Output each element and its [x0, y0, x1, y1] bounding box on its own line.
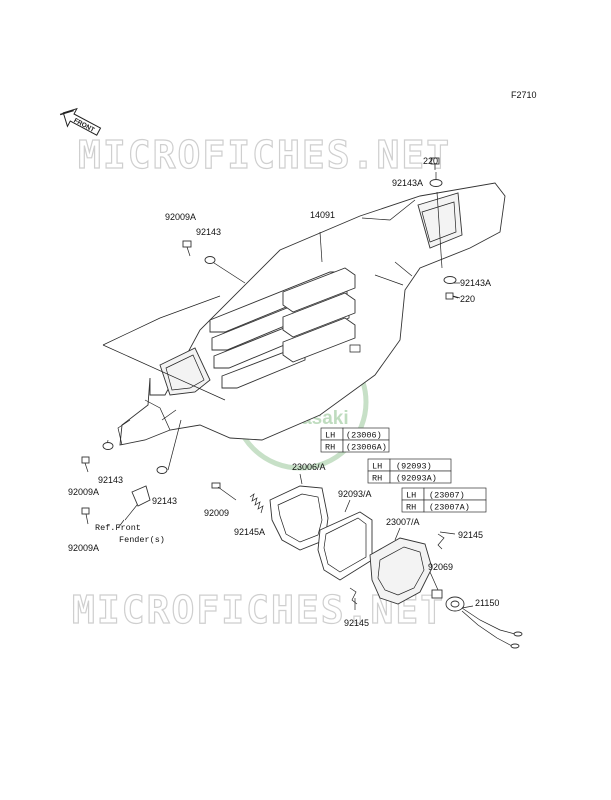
label-21150: 21150	[475, 598, 499, 608]
variant-92093-lh-label: LH	[372, 462, 382, 472]
washer-92143-left	[102, 442, 114, 450]
variant-23006-lh-label: LH	[325, 431, 335, 441]
clip-92145-right	[437, 533, 445, 550]
variant-92093-rh-label: RH	[372, 474, 382, 484]
spring-92145A	[249, 493, 264, 514]
screw-220-top	[430, 157, 440, 170]
variant-23006-rh-label: RH	[325, 443, 335, 453]
label-92009A-bottom: 92009A	[68, 543, 99, 553]
label-14091: 14091	[310, 210, 335, 220]
variant-box-23006: LH (23006) RH (23006A)	[320, 427, 390, 453]
label-92093A: 92093/A	[338, 489, 372, 499]
washer-92143A-top	[429, 179, 443, 187]
washer-92143-top	[204, 256, 216, 264]
label-23006A: 23006/A	[292, 462, 326, 472]
variant-23007-lh-label: LH	[406, 491, 416, 501]
label-23007A: 23007/A	[386, 517, 420, 527]
figure-code: F2710	[511, 90, 537, 100]
bolt-92009	[211, 482, 237, 501]
variant-23007-lh-value: (23007)	[429, 491, 465, 501]
label-220-top: 220	[423, 156, 438, 166]
label-92009A-mid: 92009A	[68, 487, 99, 497]
clip-92145-bottom	[349, 587, 358, 605]
label-92143-left: 92143	[98, 475, 123, 485]
variant-23007-rh-value: (23007A)	[429, 503, 470, 513]
headlight-cover-14091	[117, 182, 506, 446]
variant-23006-rh-value: (23006A)	[346, 443, 387, 453]
bulb-92069	[431, 589, 443, 599]
screw-220-right	[445, 292, 461, 300]
watermark-top: MICROFICHES.NET	[78, 133, 451, 177]
label-92009A-top: 92009A	[165, 212, 196, 222]
label-92009: 92009	[204, 508, 229, 518]
variant-23006-lh-value: (23006)	[346, 431, 382, 441]
label-ref-front-fender-2: Fender(s)	[119, 535, 165, 545]
variant-box-92093: LH (92093) RH (92093A)	[367, 458, 452, 484]
variant-92093-lh-value: (92093)	[396, 462, 432, 472]
screw-92009A-bottom	[81, 507, 90, 525]
label-ref-front-fender-1: Ref.Front	[95, 523, 141, 533]
label-92143-top: 92143	[196, 227, 221, 237]
gasket-92093	[317, 511, 373, 581]
label-92069: 92069	[428, 562, 453, 572]
washer-92143-lower	[156, 466, 168, 474]
variant-92093-rh-value: (92093A)	[396, 474, 437, 484]
headlight-unit-23007	[369, 537, 433, 605]
variant-23007-rh-label: RH	[406, 503, 416, 513]
variant-box-23007: LH (23007) RH (23007A)	[401, 487, 487, 513]
screw-92009A-mid	[81, 456, 90, 473]
socket-21150	[445, 596, 523, 649]
label-92143A-top: 92143A	[392, 178, 423, 188]
washer-92143A-right	[443, 276, 457, 284]
label-92143A-right: 92143A	[460, 278, 491, 288]
headlight-housing-23006	[269, 485, 329, 551]
bracket-ref-front-fender	[131, 485, 151, 507]
label-220-right: 220	[460, 294, 475, 304]
label-92145-right: 92145	[458, 530, 483, 540]
label-92145A: 92145A	[234, 527, 265, 537]
screw-92009A-top	[182, 240, 192, 257]
label-92143-lower: 92143	[152, 496, 177, 506]
label-92145-bottom: 92145	[344, 618, 369, 628]
